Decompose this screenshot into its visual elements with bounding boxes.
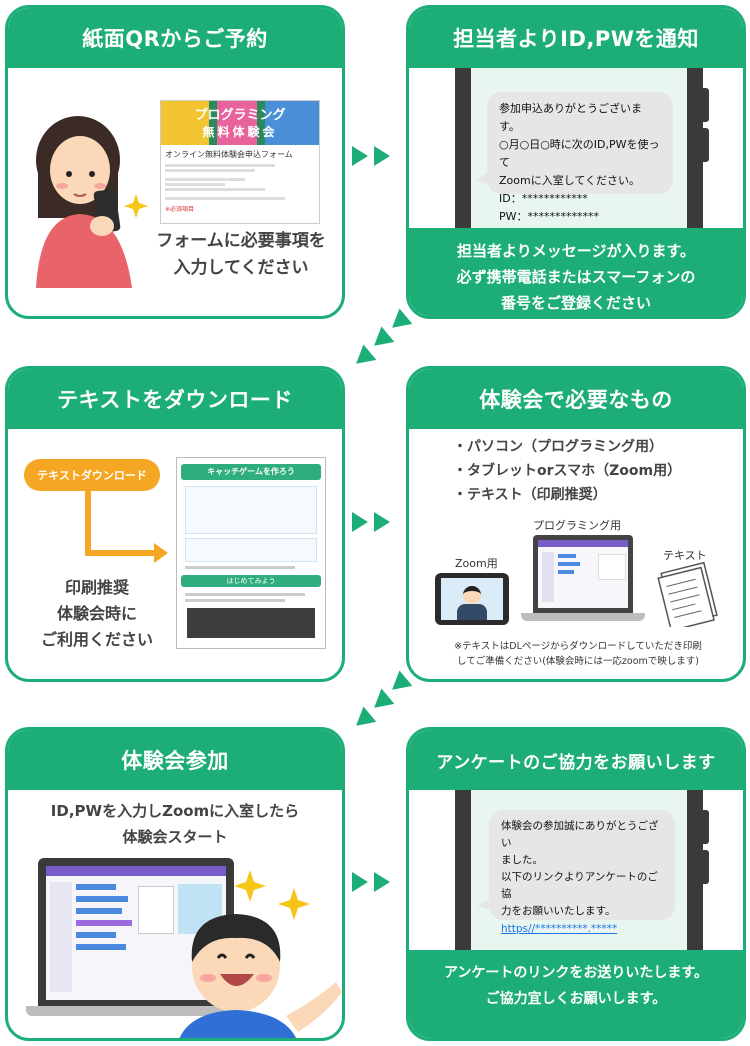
step6-title: アンケートのご協力をお願いします <box>409 730 743 790</box>
tablet-icon <box>435 573 509 625</box>
list-item: ・パソコン（プログラミング用） <box>453 439 663 455</box>
label-text: テキスト <box>663 549 707 562</box>
step2-title: 担当者よりID,PWを通知 <box>409 8 743 68</box>
survey-message-bubble: 体験会の参加誠にありがとうござい ました。 以下のリンクよりアンケートのご協 力… <box>477 810 675 935</box>
form-thumbnail: プログラミング 無料体験会 オンライン無料体験会申込フォーム ※必須項目 <box>160 100 320 224</box>
step6-footer: アンケートのリンクをお送りいたします。 ご協力宜しくお願いします。 <box>409 950 743 1038</box>
step5-title: 体験会参加 <box>8 730 342 790</box>
step1-title: 紙面QRからご予約 <box>8 8 342 68</box>
girl-with-phone-illustration <box>36 116 148 288</box>
step4-title: 体験会で必要なもの <box>409 369 743 429</box>
form-banner-title: プログラミング <box>194 108 286 123</box>
step1-caption: フォームに必要事項を 入力してください <box>156 231 326 278</box>
step4-note: ※テキストはDLページからダウンロードしていただき印刷 してご準備ください(体験… <box>454 641 702 667</box>
printed-text-icon <box>657 561 718 627</box>
label-zoom: Zoom用 <box>455 557 498 570</box>
form-heading: オンライン無料体験会申込フォーム <box>165 150 293 159</box>
label-programming: プログラミング用 <box>533 519 621 532</box>
step3-title: テキストをダウンロード <box>8 369 342 429</box>
list-item: ・タブレットorスマホ（Zoom用） <box>453 463 682 479</box>
required-items-list: ・パソコン（プログラミング用） ・タブレットorスマホ（Zoom用） ・テキスト… <box>453 435 681 507</box>
list-item: ・テキスト（印刷推奨） <box>453 487 607 503</box>
step3-caption: 印刷推奨 体験会時に ご利用ください <box>40 578 153 649</box>
download-arrow-connector <box>85 491 168 563</box>
text-document-thumbnail: キャッチゲームを作ろう はじめてみよう <box>176 457 326 649</box>
step6-card: アンケートのご協力をお願いします 体験会の参加誠にありがとうござい ました。 以… <box>406 727 746 1041</box>
form-note: ※必須項目 <box>165 206 195 213</box>
step2-footer: 担当者よりメッセージが入ります。 必ず携帯電話またはスマーフォンの 番号をご登録… <box>409 228 743 316</box>
id-pw-message-bubble: 参加申込ありがとうございます。 ○月○日○時に次のID,PWを使って Zoomに… <box>475 92 673 223</box>
step5-card: 体験会参加 ID,PWを入力しZoomに入室したら 体験会スタート <box>5 727 345 1041</box>
happy-boy-illustration <box>179 870 342 1038</box>
survey-message-text: 体験会の参加誠にありがとうござい ました。 以下のリンクよりアンケートのご協 力… <box>501 820 659 917</box>
download-button[interactable]: テキストダウンロード <box>24 459 160 491</box>
doc-title: キャッチゲームを作ろう <box>181 464 321 480</box>
survey-link[interactable]: https//**********.***** <box>501 923 618 935</box>
step4-card: 体験会で必要なもの ・パソコン（プログラミング用） ・タブレットorスマホ（Zo… <box>406 366 746 682</box>
step3-card: テキストをダウンロード テキストダウンロード 印刷推奨 体験会時に ご利用くださ… <box>5 366 345 682</box>
step5-caption: ID,PWを入力しZoomに入室したら 体験会スタート <box>50 802 300 846</box>
laptop-icon <box>533 535 633 613</box>
step2-card: 担当者よりID,PWを通知 参加申込ありがとうございます。 ○月○日○時に次のI… <box>406 5 746 319</box>
step1-card: 紙面QRからご予約 プログラミング 無料体験会 オンライン無料体験会申込フォーム… <box>5 5 345 319</box>
doc-section: はじめてみよう <box>181 575 321 587</box>
form-banner-sub: 無料体験会 <box>202 125 278 139</box>
